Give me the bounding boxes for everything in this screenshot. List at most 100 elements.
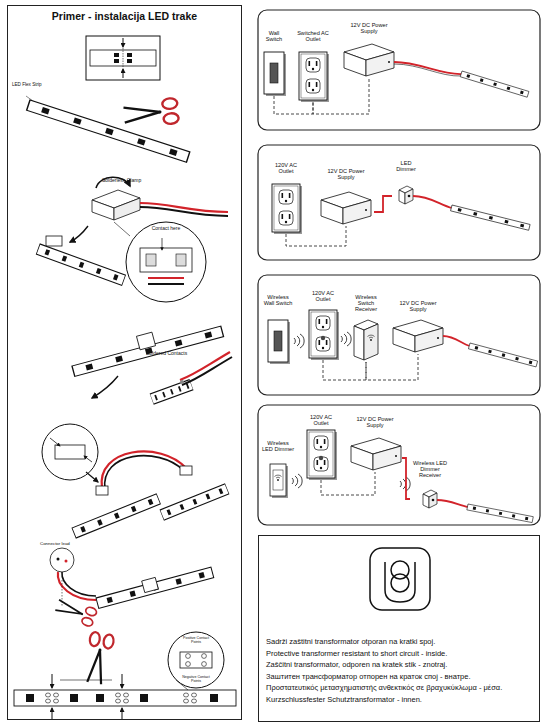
jumper-step-part (86, 472, 98, 482)
contact-points-step-part (52, 708, 53, 720)
solder-step-part (136, 332, 155, 350)
led-strip-wires-part (443, 336, 470, 346)
cut-step-part (86, 36, 160, 80)
contact-points-step-part (186, 654, 207, 667)
cut-step-part (114, 59, 119, 63)
device-drawings-part (321, 192, 371, 224)
contact-points-step-part-part (54, 693, 59, 697)
device-drawings-part (344, 44, 394, 76)
device-component: 120V AC Outlet (304, 414, 338, 480)
contact-points-step-part-part (192, 693, 197, 697)
jumper-step-part (84, 456, 92, 462)
notice-line: Zaščitni transformator, odporen na krate… (266, 659, 533, 671)
transformer-symbol-part (391, 574, 409, 592)
component-label: LED Dimmer (392, 160, 420, 172)
part-label: Connector lead (40, 541, 84, 546)
connector-step-part (57, 558, 60, 561)
device-drawings-part (272, 184, 302, 234)
instruction-panel: Primer - instalacija LED trake (7, 5, 242, 720)
wireless-waves-part (292, 474, 302, 488)
jumper-step (42, 424, 229, 538)
contact-points-step-part (168, 632, 224, 688)
cut-step-part (123, 48, 124, 68)
device-component: Wireless LED Dimmer (262, 440, 294, 500)
device-component: Wireless Wall Switch (262, 294, 294, 364)
cut-step-part (114, 53, 119, 57)
component-label: Wireless Wall Switch (262, 294, 294, 306)
jumper-step-part (160, 484, 229, 520)
contact-points-step-part-part (124, 699, 129, 703)
connector-step-part (96, 567, 214, 608)
device-component: 12V DC Power Supply (342, 22, 396, 78)
dashed-cord (286, 226, 346, 246)
part-label: Negative Contact Points (178, 675, 214, 683)
device-drawings-part (264, 52, 286, 96)
device-drawings-part (393, 320, 443, 352)
contact-points-step-part (122, 708, 123, 720)
component-label: 120V AC Outlet (307, 290, 339, 302)
wireless-waves-part (294, 334, 304, 348)
clamp-step-part (148, 277, 184, 279)
contact-points-step-part (46, 693, 197, 703)
device-drawings-part (309, 310, 339, 360)
device-drawings-part (351, 438, 401, 470)
setup-panels-part (258, 145, 540, 260)
contact-points-step-part (52, 674, 53, 688)
contact-points-step-part-part (186, 654, 191, 659)
device-component: 12V DC Power Supply (348, 416, 402, 472)
led-strip-wires-part (394, 62, 462, 74)
contact-points-step-part-part (54, 699, 59, 703)
device-component: LED Dimmer (392, 160, 420, 206)
led-strips (451, 71, 538, 523)
cut-step-part (127, 59, 132, 63)
component-label: 12V DC Power Supply (349, 22, 389, 34)
jumper-step-part (55, 445, 85, 459)
contact-points-step-part (122, 674, 123, 688)
contact-points-step-part-part (184, 699, 189, 703)
clamp-step-part (46, 236, 62, 246)
clamp-step-part (36, 244, 125, 285)
contact-points-step-part-part (192, 699, 197, 703)
led-strip-wires-part (437, 500, 468, 507)
device-component: Wall Switch (262, 30, 286, 96)
part-label: Soldered Contacts (146, 351, 202, 357)
clamp-step-part (146, 254, 156, 266)
device-drawings-part (299, 52, 329, 102)
connector-step (50, 548, 214, 627)
jumper-step-part (180, 466, 192, 475)
dashed-cord (321, 472, 375, 495)
device-drawings-part (423, 490, 437, 508)
connector-step-part (50, 548, 74, 572)
led-strips-part (460, 71, 529, 97)
component-label: 12V DC Power Supply (326, 168, 366, 180)
device-component: Wireless Switch Receiver (346, 294, 386, 362)
device-drawings-part (399, 186, 413, 204)
cut-step (26, 36, 190, 162)
connector-step-part (54, 596, 98, 627)
part-label: Solderless Clamp (102, 178, 162, 184)
contact-points-step-part-part (46, 699, 51, 703)
connector-step-part (142, 577, 159, 592)
component-label: 120V AC Outlet (305, 414, 337, 426)
setup-panels (258, 10, 540, 525)
clamp-step-part (114, 222, 130, 236)
contact-points-step-part (82, 631, 114, 685)
device-drawings-part (307, 430, 337, 480)
clamp-step-part (162, 238, 163, 250)
transformer-symbol (370, 548, 430, 610)
device-component: 120V AC Outlet (306, 290, 340, 360)
dashed-cord (313, 78, 369, 114)
contact-points-step-part-part (124, 693, 129, 697)
device-drawings-part (354, 320, 378, 360)
wireless-waves (292, 332, 410, 491)
wireless-waves-part (341, 332, 351, 346)
jumper-step-part (96, 486, 108, 495)
led-strip-wires-part (413, 196, 452, 208)
transformer-symbol-part (385, 562, 415, 602)
connector-step-part (58, 572, 96, 600)
notice-line: Sadrži zaštitni transformator otporan na… (266, 636, 533, 648)
cut-step-part (123, 98, 179, 128)
contact-points-step-part (140, 694, 148, 702)
